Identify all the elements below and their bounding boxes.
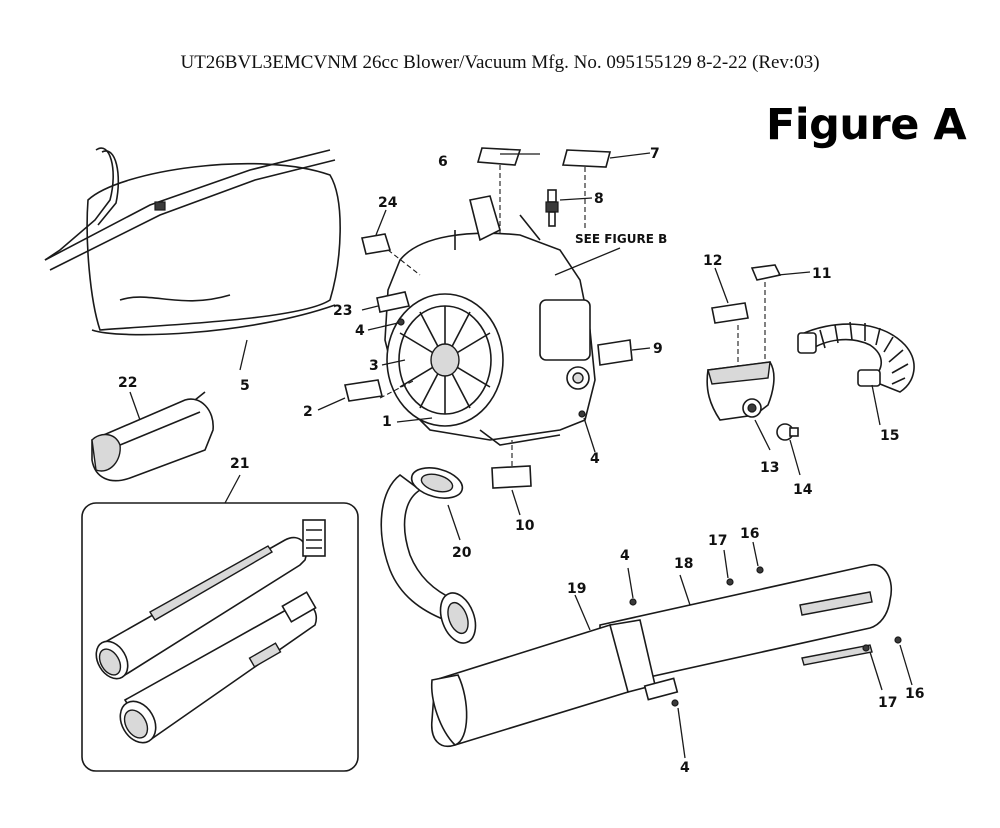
callout-3: 3 <box>369 358 379 374</box>
elbow-tube <box>380 467 477 644</box>
callout-2: 2 <box>303 404 313 420</box>
callout-17-top: 17 <box>708 533 727 549</box>
decal-11 <box>750 264 782 281</box>
nozzle <box>91 391 214 482</box>
decal-24 <box>361 233 392 255</box>
callout-10: 10 <box>515 518 535 534</box>
decal-12 <box>711 302 749 324</box>
callout-8: 8 <box>594 191 604 207</box>
callout-22: 22 <box>118 375 137 391</box>
callout-23: 23 <box>333 303 352 319</box>
collection-bag <box>44 147 341 336</box>
callout-16-bottom: 16 <box>905 686 924 702</box>
callout-4-tube-top: 4 <box>620 548 630 564</box>
inset-tube-set <box>81 502 359 772</box>
callout-5: 5 <box>240 378 250 394</box>
callout-14: 14 <box>793 482 813 498</box>
screw-4b <box>578 410 586 418</box>
figure-title: Figure A <box>766 100 967 150</box>
callout-21: 21 <box>230 456 249 472</box>
callout-12: 12 <box>703 253 722 269</box>
decal-10 <box>491 465 532 489</box>
callout-labels: 1 2 3 4 4 4 4 5 6 7 8 9 10 11 12 13 14 1… <box>118 146 924 776</box>
callout-20: 20 <box>452 545 472 561</box>
decal-23 <box>376 291 411 313</box>
knob-14 <box>776 423 799 441</box>
engine-assembly <box>384 195 596 446</box>
callout-13: 13 <box>760 460 779 476</box>
decal-7 <box>561 149 612 168</box>
callout-18: 18 <box>674 556 693 572</box>
callout-19: 19 <box>567 581 586 597</box>
spark-plug <box>545 189 559 227</box>
callout-24: 24 <box>378 195 398 211</box>
decal-9 <box>597 339 633 366</box>
screw-4a <box>397 318 405 326</box>
callout-4-engine: 4 <box>355 323 365 339</box>
callout-6: 6 <box>438 154 448 170</box>
callout-11: 11 <box>812 266 831 282</box>
callout-7: 7 <box>650 146 660 162</box>
callout-9: 9 <box>653 341 663 357</box>
callout-17-bottom: 17 <box>878 695 897 711</box>
decal-2 <box>344 379 383 402</box>
document-title: UT26BVL3EMCVNM 26cc Blower/Vacuum Mfg. N… <box>180 52 820 73</box>
see-figure-b-note: SEE FIGURE B <box>575 232 667 246</box>
callout-16-top: 16 <box>740 526 759 542</box>
callout-4-housing: 4 <box>590 451 600 467</box>
callout-15: 15 <box>880 428 899 444</box>
callout-4-tube-bottom: 4 <box>680 760 690 776</box>
main-tubes <box>430 564 902 747</box>
throttle-housing <box>706 361 775 421</box>
flex-tube <box>797 321 915 393</box>
leader-lines <box>129 152 913 759</box>
callout-1: 1 <box>382 414 392 430</box>
decal-6 <box>476 147 522 166</box>
